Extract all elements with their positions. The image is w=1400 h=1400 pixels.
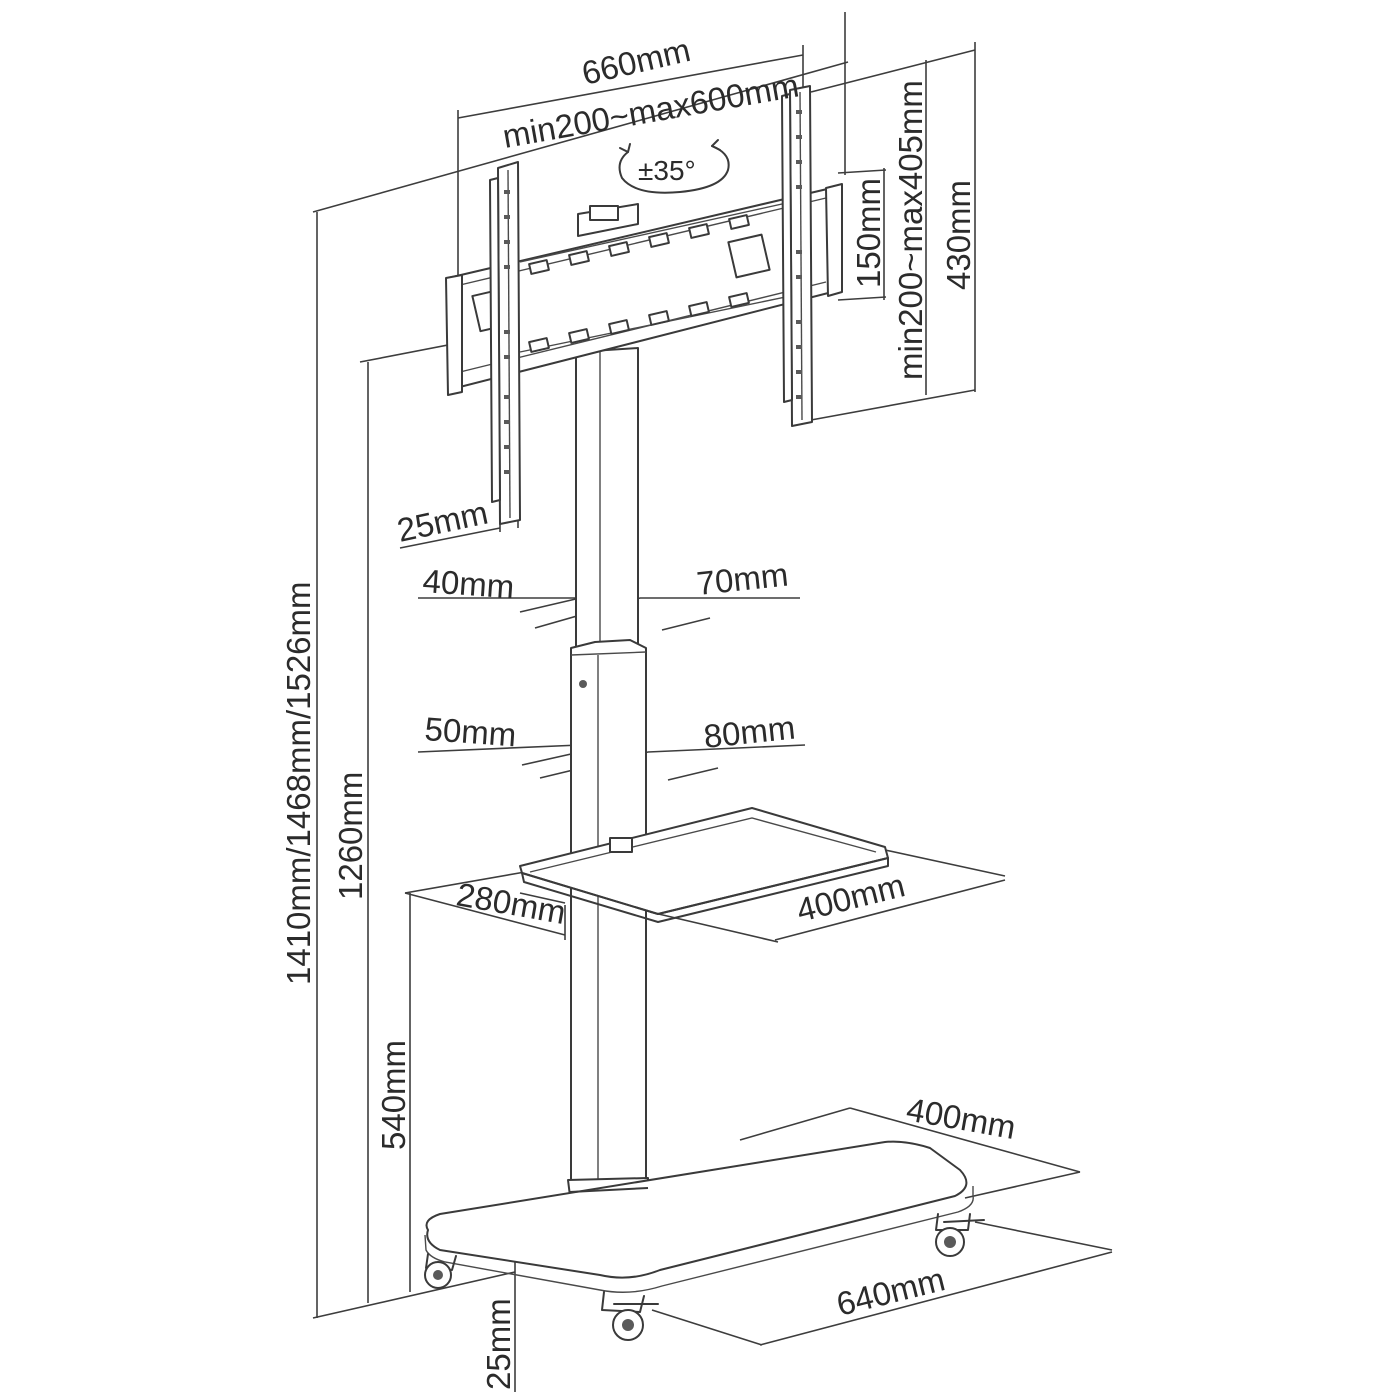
arm-holes-left <box>504 190 510 474</box>
label-bracket-height: 150mm <box>850 178 887 288</box>
label-lower-pole-width: 80mm <box>702 709 797 755</box>
label-ground-clearance: 25mm <box>480 1298 517 1390</box>
lower-pole <box>567 639 649 1199</box>
rotation-indicator <box>618 139 730 194</box>
caster-right <box>935 1213 985 1257</box>
caster-front <box>601 1291 659 1341</box>
upper-pole <box>575 329 639 651</box>
label-base-depth: 400mm <box>904 1090 1019 1146</box>
label-vesa-vertical: min200~max405mm <box>892 80 929 380</box>
labels: 660mm min200~max600mm ±35° 150mm min200~… <box>280 31 1019 1390</box>
label-total-height: 1410mm/1468mm/1526mm <box>280 581 317 985</box>
label-rail-width: 25mm <box>394 494 491 549</box>
base-plate <box>424 1140 974 1293</box>
label-base-width: 640mm <box>833 1260 949 1323</box>
label-mount-base-height: 1260mm <box>332 772 369 900</box>
label-width-total: 660mm <box>578 31 694 92</box>
label-shelf-depth: 280mm <box>454 875 569 931</box>
dimension-lines <box>312 12 1113 1392</box>
label-upper-pole-depth: 40mm <box>422 562 516 605</box>
label-shelf-height: 540mm <box>375 1040 412 1150</box>
arm-holes-right <box>796 110 802 399</box>
label-rotation: ±35° <box>638 155 696 186</box>
vesa-mount <box>445 85 843 525</box>
label-vesa-horizontal: min200~max600mm <box>500 66 802 155</box>
middle-shelf <box>519 807 889 923</box>
label-lower-pole-depth: 50mm <box>424 710 518 753</box>
label-mount-height: 430mm <box>940 180 977 290</box>
caster-left <box>424 1253 457 1289</box>
label-upper-pole-width: 70mm <box>695 556 790 602</box>
